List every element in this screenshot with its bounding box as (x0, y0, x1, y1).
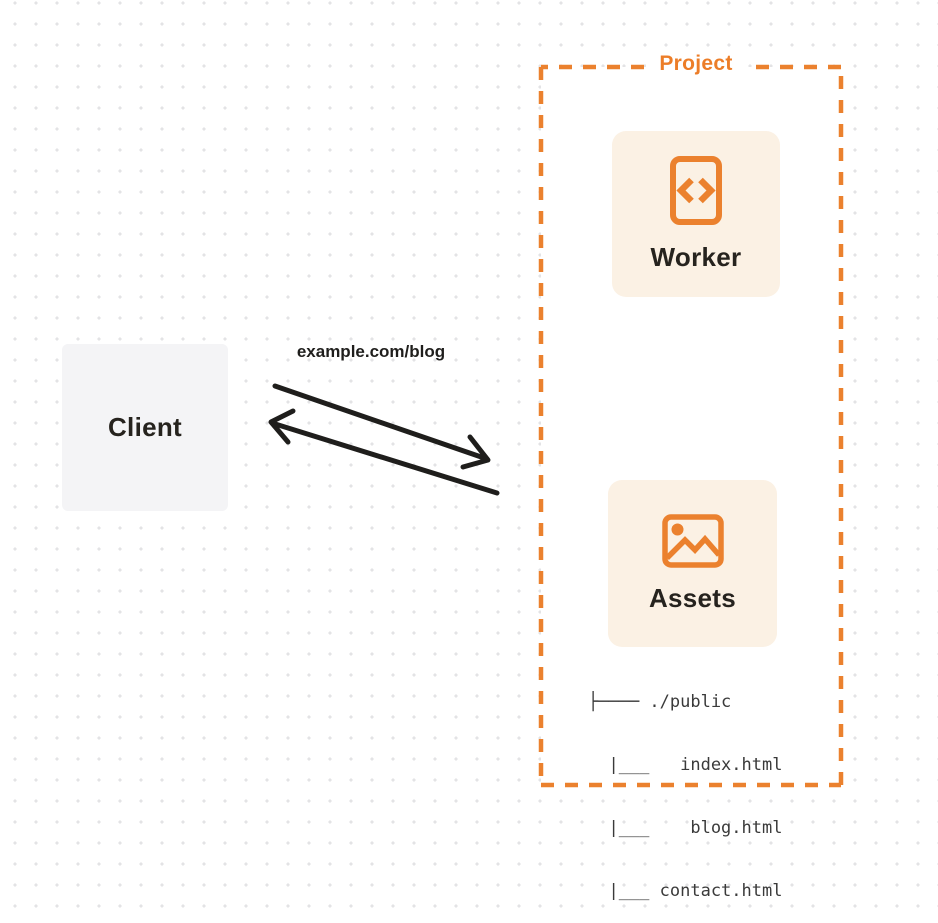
assets-node: Assets (608, 480, 777, 647)
client-node: Client (62, 344, 228, 511)
file-tree-root-line: ├──── ./public (588, 692, 732, 712)
request-url-label: example.com/blog (296, 342, 446, 361)
file-tree-line: |___ contact.html (588, 881, 783, 901)
request-arrow (272, 383, 491, 470)
response-arrowhead (268, 408, 296, 445)
image-icon (661, 513, 724, 568)
request-arrow-line (272, 383, 490, 462)
assets-label: Assets (648, 582, 737, 613)
project-label: Project (646, 50, 746, 77)
response-arrow (268, 408, 500, 496)
diagram-canvas: { "colors": { "accent_orange": "#EB812E"… (0, 0, 938, 901)
worker-label: Worker (650, 241, 742, 272)
response-arrow-line (269, 420, 500, 496)
worker-node: Worker (612, 131, 780, 297)
request-arrowhead (460, 434, 491, 470)
client-label: Client (107, 412, 183, 442)
code-file-icon (670, 155, 722, 225)
file-tree-line: |___ blog.html (588, 818, 783, 838)
file-tree-line: |___ index.html (588, 755, 783, 775)
assets-file-tree: ├──── ./public |___ index.html |___ blog… (588, 650, 782, 923)
